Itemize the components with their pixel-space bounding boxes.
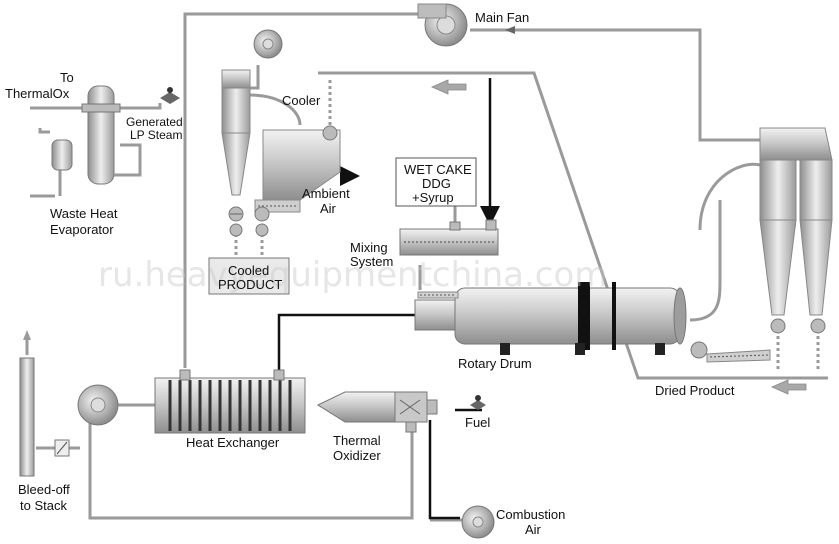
wet-cake-label-3: +Syrup bbox=[412, 190, 454, 205]
thermal-oxidizer-label-2: Oxidizer bbox=[333, 448, 381, 463]
waste-heat-evaporator bbox=[51, 85, 180, 185]
thermal-oxidizer-label-1: Thermal bbox=[333, 433, 381, 448]
combustion-air-fan bbox=[461, 505, 495, 539]
waste-heat-label-2: Evaporator bbox=[50, 222, 114, 237]
fuel-label: Fuel bbox=[465, 415, 490, 430]
dried-product-label: Dried Product bbox=[655, 383, 735, 398]
bleed-off-label-1: Bleed-off bbox=[18, 482, 70, 497]
generated-steam-label-1: Generated bbox=[126, 115, 183, 129]
thermal-oxidizer bbox=[316, 391, 486, 433]
valve-icon bbox=[160, 92, 180, 104]
cooled-product-label-1: Cooled bbox=[228, 263, 269, 278]
heat-exchanger-label: Heat Exchanger bbox=[186, 435, 280, 450]
arrow-left-icon bbox=[431, 79, 467, 95]
recirculation-fan bbox=[77, 384, 119, 426]
cooler-fan bbox=[253, 29, 283, 59]
burner-icon bbox=[399, 399, 421, 415]
mixing-system bbox=[399, 219, 499, 256]
wet-cake-label-2: DDG bbox=[422, 176, 451, 191]
cooled-product-label-2: PRODUCT bbox=[218, 277, 282, 292]
cooler-cyclone bbox=[221, 69, 251, 222]
mixing-system-label-2: System bbox=[350, 254, 393, 269]
ambient-air-label-1: Ambient bbox=[302, 186, 350, 201]
twin-cyclones bbox=[759, 127, 833, 334]
rotary-drum-label: Rotary Drum bbox=[458, 356, 532, 371]
bleed-off-label-2: to Stack bbox=[20, 498, 67, 513]
wet-cake-label-1: WET CAKE bbox=[404, 162, 472, 177]
combustion-air-label-1: Combustion bbox=[496, 507, 565, 522]
stack bbox=[19, 330, 70, 477]
to-thermalox-label-2: ThermalOx bbox=[5, 86, 70, 101]
to-thermalox-label-1: To bbox=[60, 70, 74, 85]
cooler-label: Cooler bbox=[282, 93, 321, 108]
flow-arrows bbox=[431, 26, 807, 395]
combustion-air-label-2: Air bbox=[525, 522, 542, 537]
ambient-air-label-2: Air bbox=[320, 201, 337, 216]
arrow-left-icon bbox=[771, 379, 807, 395]
mixing-system-label-1: Mixing bbox=[350, 240, 388, 255]
cooler bbox=[229, 125, 341, 237]
arrow-left-icon bbox=[505, 26, 515, 34]
labels: Main Fan To ThermalOx Generated LP Steam… bbox=[5, 10, 735, 537]
main-fan-label: Main Fan bbox=[475, 10, 529, 25]
cooled-product-box bbox=[208, 257, 290, 295]
watermark: ru.heavyequipmentchina.com bbox=[98, 255, 607, 295]
wet-cake-box bbox=[395, 157, 477, 207]
valve-icon bbox=[470, 400, 486, 410]
heat-exchanger bbox=[154, 369, 306, 434]
main-fan bbox=[417, 3, 468, 47]
waste-heat-label-1: Waste Heat bbox=[50, 206, 118, 221]
dried-product-conveyor bbox=[690, 341, 771, 363]
generated-steam-label-2: LP Steam bbox=[130, 128, 182, 142]
rotary-drum bbox=[414, 282, 687, 355]
hot-gas-lines bbox=[277, 78, 500, 520]
